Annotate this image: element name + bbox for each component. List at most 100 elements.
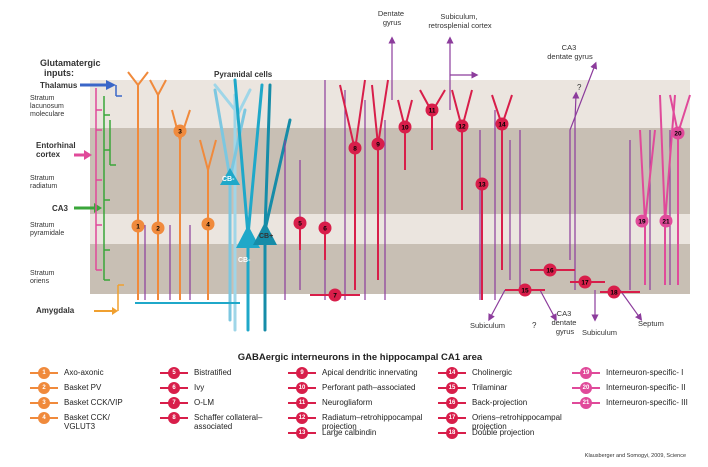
legend-number: 21 xyxy=(580,397,592,409)
legend-item-3: 3 Basket CCK/VIP xyxy=(30,397,123,409)
legend-label: Neurogliaform xyxy=(322,398,373,407)
cell-number-13: 13 xyxy=(478,182,486,189)
legend-number: 12 xyxy=(296,412,308,424)
cell-number-6: 6 xyxy=(323,226,327,233)
legend-number: 16 xyxy=(446,397,458,409)
legend-label: Interneuron-specific- III xyxy=(606,398,688,407)
legend-item-17: 17 Oriens–retrohippocampal projection xyxy=(438,412,562,431)
legend-item-6: 6 Ivy xyxy=(160,382,205,394)
target-septum: Septum xyxy=(638,319,664,328)
legend-label: Ivy xyxy=(194,383,205,392)
cell-number-16: 16 xyxy=(546,268,554,275)
legend-number: 6 xyxy=(168,382,180,394)
legend-label: Apical dendritic innervating xyxy=(322,368,418,377)
input-fibers xyxy=(95,85,124,311)
legend-item-10: 10 Perforant path–associated xyxy=(288,382,416,394)
legend-label: Radiatum–retrohippocampal projection xyxy=(322,413,423,431)
legend-item-11: 11 Neurogliaform xyxy=(288,397,373,409)
legend-number: 19 xyxy=(580,367,592,379)
pyramidal-cells xyxy=(213,78,292,332)
target-subiculum-retrosplenial: Subiculum, retrosplenial cortex xyxy=(428,12,492,30)
cell-number-8: 8 xyxy=(353,146,357,153)
legend-label: Interneuron-specific- I xyxy=(606,368,684,377)
cell-soma-12 xyxy=(455,119,469,133)
legend-label: Axo-axonic xyxy=(64,368,104,377)
pyramidal-soma-1 xyxy=(220,168,240,185)
pink-interneurons xyxy=(639,94,691,285)
legend-swatch: 18 xyxy=(438,427,466,439)
target-ca3-dentate-bottom: CA3 dentate gyrus xyxy=(551,309,578,336)
stratum-pyramidale-label: Stratum pyramidale xyxy=(30,222,64,237)
legend-number: 17 xyxy=(446,412,458,424)
legend-item-2: 2 Basket PV xyxy=(30,382,102,394)
cell-soma-6 xyxy=(318,221,332,235)
cell-soma-10 xyxy=(398,120,412,134)
legend-number: 14 xyxy=(446,367,458,379)
cell-soma-8 xyxy=(348,141,362,155)
legend-swatch: 14 xyxy=(438,367,466,379)
input-ca3-label: CA3 xyxy=(52,204,69,213)
legend-number: 3 xyxy=(38,397,50,409)
legend-number: 10 xyxy=(296,382,308,394)
legend-label: Perforant path–associated xyxy=(322,383,416,392)
legend-label: Interneuron-specific- II xyxy=(606,383,686,392)
inputs-title: Glutamatergic inputs: xyxy=(40,58,103,78)
legend-label: Basket CCK/VIP xyxy=(64,398,123,407)
cell-number-18: 18 xyxy=(610,290,618,297)
legend-swatch: 19 xyxy=(572,367,600,379)
legend-number: 7 xyxy=(168,397,180,409)
legend-number: 13 xyxy=(296,427,308,439)
legend-number: 11 xyxy=(296,397,308,409)
stratum-radiatum-label: Stratum radiatum xyxy=(30,175,57,190)
target-question-top: ? xyxy=(577,83,582,92)
legend: GABAergic interneurons in the hippocampa… xyxy=(30,352,690,458)
cell-soma-20 xyxy=(671,126,685,140)
legend-label: Basket PV xyxy=(64,383,102,392)
cell-number-17: 17 xyxy=(581,280,589,287)
cell-soma-2 xyxy=(151,221,165,235)
cell-soma-21 xyxy=(659,214,673,228)
legend-item-9: 9 Apical dendritic innervating xyxy=(288,367,418,379)
cell-number-19: 19 xyxy=(638,219,646,226)
cell-soma-18 xyxy=(607,285,621,299)
legend-label: Trilaminar xyxy=(472,383,508,392)
legend-number: 9 xyxy=(296,367,308,379)
legend-label: Bistratified xyxy=(194,368,232,377)
cell-number-11: 11 xyxy=(429,108,436,115)
stratum-oriens-label: Stratum oriens xyxy=(30,270,56,285)
legend-swatch: 13 xyxy=(288,427,316,439)
cell-soma-15 xyxy=(518,283,532,297)
target-subiculum-left: Subiculum xyxy=(470,321,505,330)
input-entorhinal-label: Entorhinal cortex xyxy=(36,141,78,159)
legend-swatch: 6 xyxy=(160,382,188,394)
cell-soma-3 xyxy=(173,124,187,138)
marker-cb-plus: CB+ xyxy=(259,233,273,240)
legend-swatch: 1 xyxy=(30,367,58,379)
cell-number-20: 20 xyxy=(674,131,682,138)
purple-axons xyxy=(144,36,671,322)
cell-number-4: 4 xyxy=(206,222,210,229)
legend-number: 1 xyxy=(38,367,50,379)
cell-soma-19 xyxy=(635,214,649,228)
legend-label: Oriens–retrohippocampal projection xyxy=(472,413,562,431)
legend-item-21: 21 Interneuron-specific- III xyxy=(572,397,688,409)
target-question-bottom: ? xyxy=(532,321,537,330)
pyramidal-cells-label: Pyramidal cells xyxy=(214,70,273,79)
pyramidal-soma-2 xyxy=(236,225,260,248)
legend-item-16: 16 Back-projection xyxy=(438,397,528,409)
cell-soma-13 xyxy=(475,177,489,191)
legend-number: 2 xyxy=(38,382,50,394)
cell-number-5: 5 xyxy=(298,221,302,228)
cell-number-1: 1 xyxy=(136,224,140,231)
legend-label: Schaffer collateral– associated xyxy=(194,413,263,431)
legend-label: Basket CCK/ VGLUT3 xyxy=(64,413,110,431)
cell-number-3: 3 xyxy=(178,129,182,136)
legend-label: Back-projection xyxy=(472,398,528,407)
